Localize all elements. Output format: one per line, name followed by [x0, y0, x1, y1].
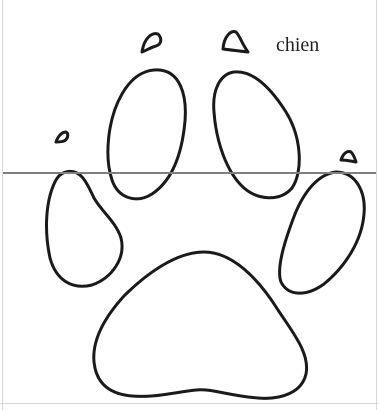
claw-mark-3: [56, 132, 68, 142]
species-label: chien: [276, 33, 319, 57]
toe-pad-inner-right: [214, 72, 300, 198]
claw-mark-2: [223, 32, 248, 52]
toe-pad-outer-left: [47, 171, 123, 286]
toe-pad-inner-left: [108, 70, 185, 199]
claw-mark-1: [142, 34, 161, 52]
claw-mark-4: [341, 151, 356, 162]
main-heel-pad: [94, 252, 307, 398]
toe-pad-outer-right: [280, 172, 365, 293]
